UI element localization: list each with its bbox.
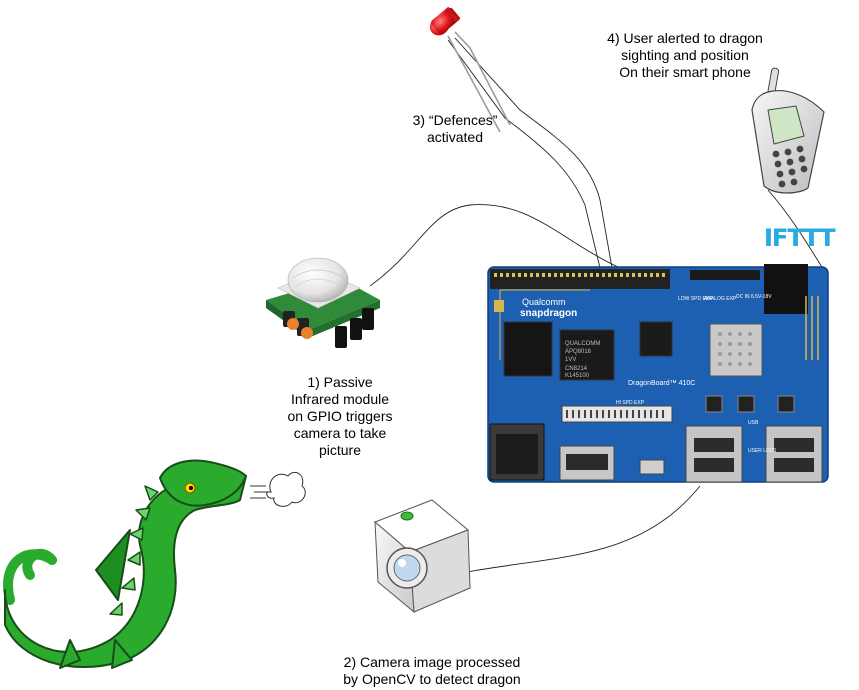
- phone-icon: [751, 67, 825, 194]
- mem-line2: K145100: [565, 373, 590, 379]
- led-wire-b: [447, 39, 601, 269]
- chip-line3: 1VV: [565, 357, 576, 363]
- step-2-camera-label: 2) Camera image processed by OpenCV to d…: [343, 654, 521, 687]
- chip-line1: QUALCOMM: [565, 341, 600, 347]
- chip-line2: APQ8016: [565, 349, 592, 355]
- wires: [369, 37, 826, 573]
- camera-icon: [374, 499, 471, 614]
- ifttt-logo: IFTTT: [764, 224, 836, 252]
- step-3-defences-label: 3) “Defences” activated: [412, 112, 498, 145]
- camera-wire: [466, 485, 701, 573]
- board-name: DragonBoard™ 410C: [628, 380, 695, 387]
- label-dc-in: DC IN 6.5V-18V: [736, 294, 772, 300]
- dragonboard-410c: Qualcomm snapdragon QUALCOMM APQ8016 1VV…: [487, 264, 829, 483]
- label-analog-exp: ANALOG EXP: [704, 296, 737, 302]
- mem-line1: CN8214: [565, 366, 588, 372]
- label-hs-exp: HI SPD EXP: [616, 400, 645, 406]
- pir-wire: [369, 204, 621, 287]
- phone-wire: [767, 189, 826, 273]
- step-4-alert-label: 4) User alerted to dragon sighting and p…: [607, 30, 763, 80]
- board-brand-top: Qualcomm: [522, 297, 566, 307]
- led-wire-a: [454, 37, 613, 269]
- step-1-pir-label: 1) Passive Infrared module on GPIO trigg…: [287, 374, 393, 458]
- label-usb: USB: [748, 420, 759, 426]
- led-icon: [429, 6, 511, 133]
- label-ls-exp: LOW SPD EXP: [678, 296, 713, 302]
- board-brand-bottom: snapdragon: [520, 308, 577, 319]
- pir-sensor-icon: [266, 257, 380, 348]
- smoke-puff-icon: [250, 471, 306, 507]
- label-user-leds: USER LEDS: [748, 448, 777, 454]
- dragon-icon: [3, 459, 247, 669]
